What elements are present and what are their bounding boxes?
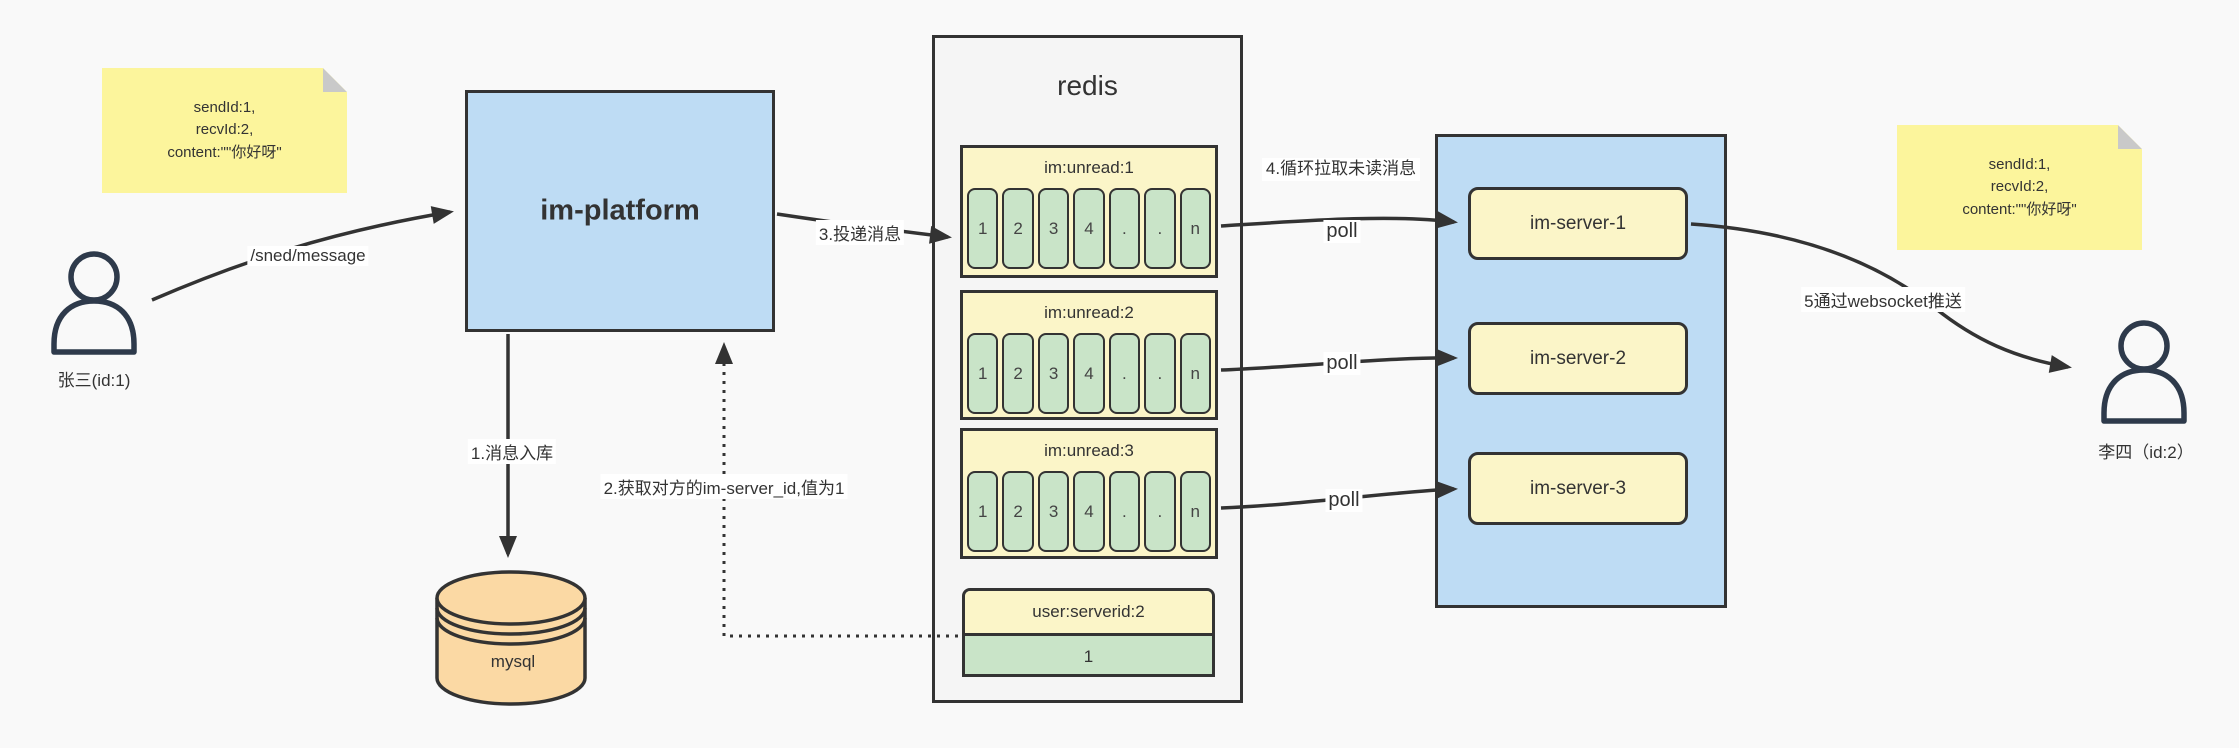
im-server-1-node: im-server-1 [1468, 187, 1688, 260]
mysql-database-icon [435, 570, 587, 706]
queue-cell: 1 [967, 188, 999, 269]
receiver-message-note: sendId:1, recvId:2, content:""你好呀" [1897, 125, 2142, 250]
redis-queue-unread-3: im:unread:3 1 2 3 4 . . n [960, 428, 1218, 559]
note-line: recvId:2, [195, 121, 254, 139]
note-line: content:""你好呀" [167, 143, 282, 161]
queue-cell: 1 [967, 333, 999, 414]
queue-cell: . [1144, 333, 1176, 414]
note-line: recvId:2, [1990, 178, 2049, 196]
poll-label-1: poll [1323, 220, 1361, 243]
note-fold-corner [323, 68, 347, 92]
queue-cell: 2 [1002, 188, 1034, 269]
redis-queue-unread-2: im:unread:2 1 2 3 4 . . n [960, 290, 1218, 420]
note-line: sendId:1, [1988, 155, 2051, 173]
im-server-2-node: im-server-2 [1468, 322, 1688, 395]
queue-header: im:unread:1 [1044, 158, 1134, 177]
queue-cell: . [1108, 471, 1141, 552]
queue-cell: 3 [1037, 333, 1070, 414]
sender-user-icon [51, 251, 137, 355]
queue-header: im:unread:3 [1044, 441, 1134, 460]
queue-cell: . [1108, 333, 1141, 414]
redis-queue-unread-1: im:unread:1 1 2 3 4 . . n [960, 145, 1218, 278]
queue-cell: 2 [1002, 333, 1034, 414]
note-fold-corner [2118, 125, 2142, 149]
note-line: content:""你好呀" [1962, 200, 2077, 218]
queue-cell: 2 [1002, 471, 1034, 552]
step5-label: 5通过websocket推送 [1801, 287, 1965, 312]
queue-cell: 3 [1037, 471, 1070, 552]
queue-cell: . [1144, 188, 1176, 269]
poll-label-2: poll [1323, 352, 1361, 375]
queue-cell: . [1144, 471, 1176, 552]
queue-cell: 4 [1073, 188, 1105, 269]
queue-cells: 1 2 3 4 . . n [963, 188, 1215, 273]
queue-header: im:unread:2 [1044, 303, 1134, 322]
step3-label: 3.投递消息 [815, 220, 905, 245]
kv-header: user:serverid:2 [965, 591, 1212, 636]
redis-user-serverid-block: user:serverid:2 1 [962, 588, 1215, 677]
step4-label: 4.循环拉取未读消息 [1262, 158, 1420, 181]
queue-cell: 3 [1037, 188, 1070, 269]
mysql-label: mysql [490, 652, 536, 671]
step2-label: 2.获取对方的im-server_id,值为1 [600, 474, 848, 499]
send-api-label: /sned/message [247, 246, 369, 266]
queue-cell: 4 [1073, 333, 1105, 414]
im-server-3-node: im-server-3 [1468, 452, 1688, 525]
im-platform-label: im-platform [540, 194, 700, 227]
note-line: sendId:1, [193, 98, 256, 116]
queue-cells: 1 2 3 4 . . n [963, 333, 1215, 418]
queue-cell: 4 [1073, 471, 1105, 552]
step1-label: 1.消息入库 [467, 439, 557, 464]
poll-label-3: poll [1325, 489, 1363, 512]
sender-label: 张三(id:1) [57, 371, 131, 390]
queue-cell: n [1179, 188, 1211, 269]
kv-value: 1 [965, 636, 1212, 674]
queue-cell: . [1108, 188, 1141, 269]
queue-cell: 1 [967, 471, 999, 552]
queue-cell: n [1179, 333, 1211, 414]
receiver-label: 李四（id:2） [2098, 443, 2194, 462]
sender-message-note: sendId:1, recvId:2, content:""你好呀" [102, 68, 347, 193]
queue-cells: 1 2 3 4 . . n [963, 471, 1215, 556]
redis-title: redis [1057, 70, 1118, 101]
receiver-user-icon [2101, 320, 2187, 424]
queue-cell: n [1179, 471, 1211, 552]
im-platform-node: im-platform [465, 90, 775, 332]
